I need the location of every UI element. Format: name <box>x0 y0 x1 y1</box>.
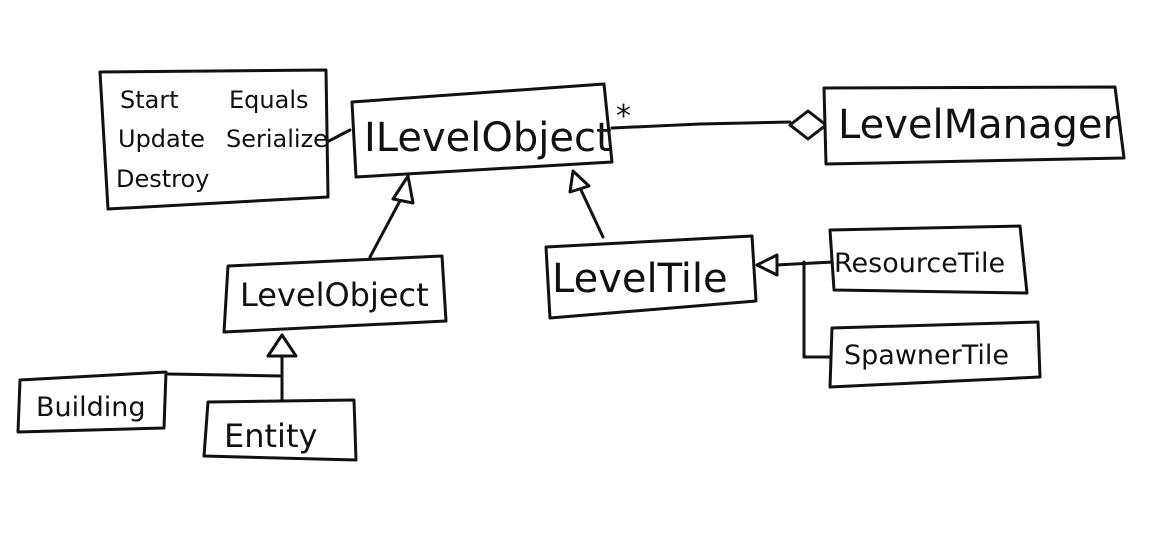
method-equals: Equals <box>229 86 309 114</box>
methods-note: Start Equals Update Serialize Destroy <box>98 68 330 211</box>
levelobject-generalization-line <box>368 195 404 259</box>
class-resourcetile: ResourceTile <box>828 224 1029 295</box>
class-leveltile: LevelTile <box>544 234 758 320</box>
class-spawnertile: SpawnerTile <box>828 320 1042 389</box>
leveltile-generalization-line <box>579 188 605 239</box>
class-levelobject-label: LevelObject <box>240 276 429 314</box>
aggregation-line <box>610 120 792 130</box>
class-ilevelobject-label: ILevelObject <box>364 115 612 161</box>
class-levelobject: LevelObject <box>222 254 448 334</box>
levelobject-subclass-arrow <box>266 333 298 358</box>
aggregation-multiplicity: * <box>616 99 631 134</box>
leveltile-subclass-arrow <box>755 253 779 277</box>
class-entity: Entity <box>202 398 358 462</box>
class-spawnertile-label: SpawnerTile <box>844 340 1009 371</box>
tile-subclass-lines <box>774 260 835 359</box>
class-building-label: Building <box>36 392 146 423</box>
note-connector <box>325 128 352 144</box>
class-ilevelobject: ILevelObject <box>350 82 614 179</box>
class-levelmanager-label: LevelManager <box>838 102 1119 148</box>
method-start: Start <box>120 86 179 114</box>
class-resourcetile-label: ResourceTile <box>834 248 1005 279</box>
leveltile-generalization-arrow <box>568 169 591 194</box>
method-update: Update <box>118 125 205 153</box>
aggregation-diamond <box>788 109 828 141</box>
levelobject-generalization-arrow <box>391 174 415 205</box>
method-destroy: Destroy <box>116 165 209 193</box>
levelobject-subclass-lines <box>166 354 284 402</box>
method-serialize: Serialize <box>226 125 328 153</box>
class-building: Building <box>16 370 168 434</box>
class-leveltile-label: LevelTile <box>552 256 728 302</box>
class-entity-label: Entity <box>224 417 317 455</box>
class-levelmanager: LevelManager <box>822 85 1126 166</box>
